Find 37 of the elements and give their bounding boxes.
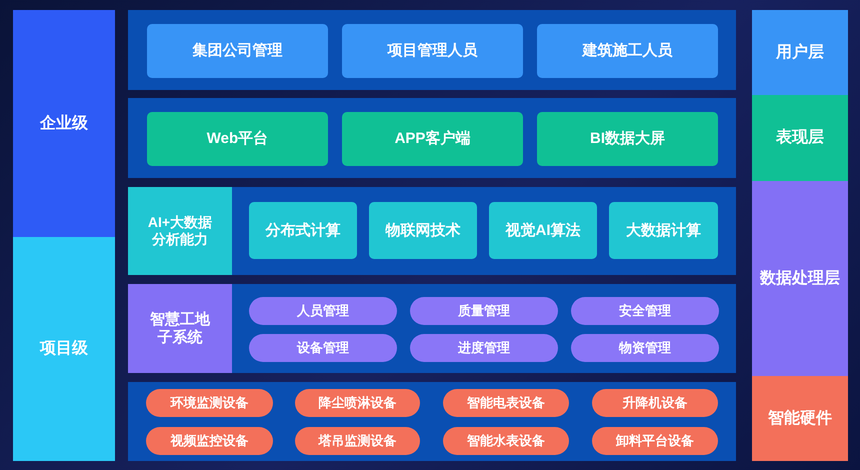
device-pill: 升降机设备 [592, 389, 718, 417]
side-band: 项目级 [13, 237, 115, 461]
device-pill: 卸料平台设备 [592, 427, 718, 455]
layer-panel [128, 98, 736, 178]
layer-heading-box: 智慧工地子系统 [128, 284, 232, 373]
layer-band: 用户层 [752, 10, 848, 95]
module-pill: 物资管理 [571, 334, 719, 362]
device-pill: 视频监控设备 [146, 427, 273, 455]
device-pill: 塔吊监测设备 [295, 427, 420, 455]
module-box: 分布式计算 [249, 202, 357, 259]
layer-band: 智能硬件 [752, 376, 848, 461]
module-box: Web平台 [147, 112, 328, 166]
layer-panel [128, 187, 736, 275]
layer-band: 数据处理层 [752, 181, 848, 376]
module-box: 项目管理人员 [342, 24, 523, 78]
device-pill: 智能水表设备 [443, 427, 569, 455]
module-pill: 人员管理 [249, 297, 397, 325]
device-pill: 环境监测设备 [146, 389, 273, 417]
layer-panel [128, 382, 736, 461]
module-pill: 设备管理 [249, 334, 397, 362]
module-pill: 进度管理 [410, 334, 558, 362]
layer-panel [128, 284, 736, 373]
layer-heading-box: AI+大数据分析能力 [128, 187, 232, 275]
module-box: BI数据大屏 [537, 112, 718, 166]
module-box: 视觉AI算法 [489, 202, 597, 259]
module-pill: 安全管理 [571, 297, 719, 325]
module-box: 物联网技术 [369, 202, 477, 259]
module-box: 建筑施工人员 [537, 24, 718, 78]
layer-band: 表现层 [752, 95, 848, 181]
module-box: 集团公司管理 [147, 24, 328, 78]
module-pill: 质量管理 [410, 297, 558, 325]
side-band: 企业级 [13, 10, 115, 237]
module-box: 大数据计算 [609, 202, 718, 259]
device-pill: 降尘喷淋设备 [295, 389, 420, 417]
layer-panel [128, 10, 736, 90]
module-box: APP客户端 [342, 112, 523, 166]
device-pill: 智能电表设备 [443, 389, 569, 417]
